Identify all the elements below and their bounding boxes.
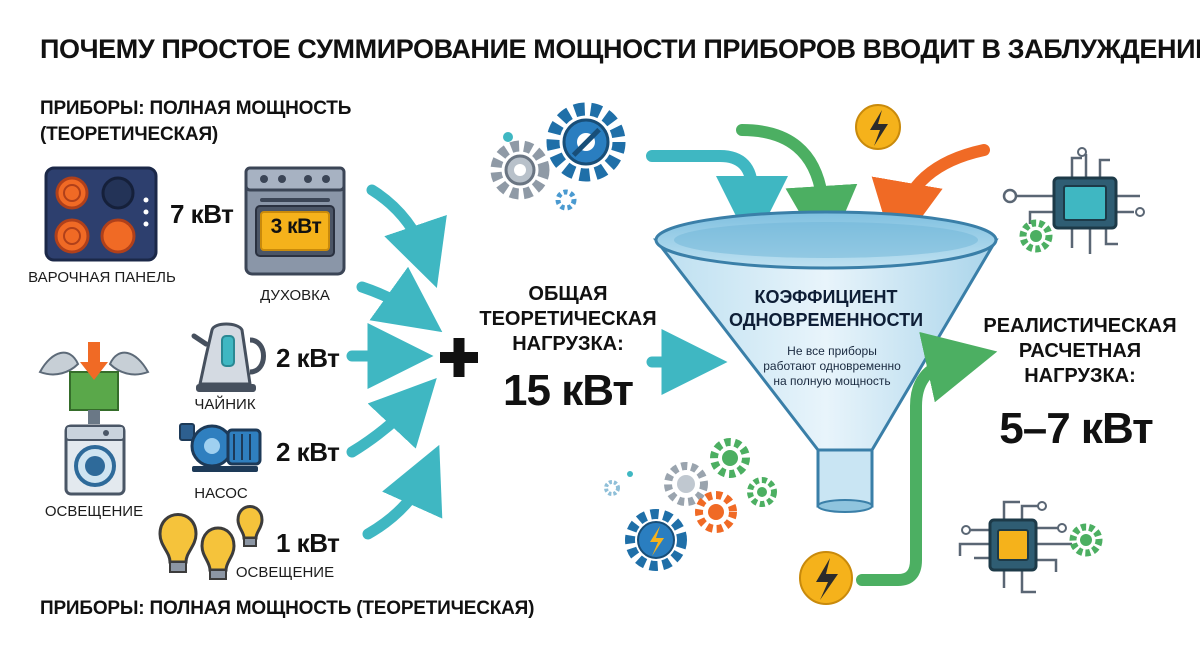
appliances-header: ПРИБОРЫ: ПОЛНАЯ МОЩНОСТЬ (ТЕОРЕТИЧЕСКАЯ): [40, 98, 352, 145]
appliances-footer: ПРИБОРЫ: ПОЛНАЯ МОЩНОСТЬ (ТЕОРЕТИЧЕСКАЯ): [40, 598, 535, 619]
gear-icon: [555, 189, 577, 211]
funnel-icon: [652, 210, 999, 513]
pump-power: 2 кВт: [276, 437, 340, 467]
gear-icon: [490, 140, 550, 200]
gear-icon: [625, 509, 687, 571]
oven-caption: ДУХОВКА: [260, 287, 330, 304]
gear-icon: [604, 480, 620, 496]
bulbs-caption: ОСВЕЩЕНИЕ: [235, 564, 335, 581]
gear-icon: [1019, 219, 1053, 253]
bulb-icon: [158, 505, 264, 580]
washer-icon: [64, 424, 126, 496]
arrow-icon: [346, 377, 437, 458]
gear-icon: [710, 438, 750, 478]
gear-icon: [695, 491, 737, 533]
dot-icon: [627, 471, 633, 477]
oven-icon: [244, 166, 346, 276]
hob-icon: [44, 166, 158, 262]
page-title: ПОЧЕМУ ПРОСТОЕ СУММИРОВАНИЕ МОЩНОСТИ ПРИ…: [40, 34, 1200, 64]
total-value: 15 кВт: [503, 366, 634, 415]
funnel-subtitle: Не все приборы работают одновременно на …: [763, 344, 901, 388]
chip-icon: [1002, 147, 1145, 254]
gear-icon: [664, 462, 708, 506]
arrow-icon: [362, 444, 443, 540]
arrow-icon: [646, 150, 788, 248]
pump-caption: НАСОС: [194, 485, 248, 502]
hob-caption: ВАРОЧНАЯ ПАНЕЛЬ: [28, 269, 176, 286]
result-value: 5–7 кВт: [999, 404, 1153, 453]
lightning-icon: [855, 104, 901, 150]
oven-power: 3 кВт: [270, 215, 322, 238]
kettle-caption: ЧАЙНИК: [194, 396, 256, 413]
arrow-icon: [356, 266, 443, 333]
bulbs-power: 1 кВт: [276, 528, 340, 558]
gear-icon: [1069, 523, 1103, 557]
result-label: РЕАЛИСТИЧЕСКАЯ РАСЧЕТНАЯ НАГРУЗКА:: [983, 315, 1177, 387]
kettle-icon: [191, 322, 266, 392]
gear-icon: [546, 102, 626, 182]
plus-icon: [440, 338, 478, 377]
lightning-icon: [799, 551, 853, 605]
kettle-power: 2 кВт: [276, 343, 340, 373]
input-arrows: [346, 184, 447, 540]
chip-icon: [958, 500, 1072, 594]
pump-icon: [179, 423, 262, 472]
arrow-icon: [736, 124, 858, 258]
funnel-title: КОЭФФИЦИЕНТ ОДНОВРЕМЕННОСТИ: [728, 287, 924, 330]
washer-caption: ОСВЕЩЕНИЕ: [44, 503, 144, 520]
fan-icon: [38, 342, 150, 424]
gear-icon: [747, 477, 777, 507]
arrow-icon: [856, 331, 998, 586]
total-label: ОБЩАЯ ТЕОРЕТИЧЕСКАЯ НАГРУЗКА:: [479, 283, 657, 355]
arrow-icon: [871, 144, 990, 254]
arrow-icon: [366, 184, 447, 289]
dot-icon: [503, 132, 513, 142]
hob-power: 7 кВт: [170, 199, 234, 229]
